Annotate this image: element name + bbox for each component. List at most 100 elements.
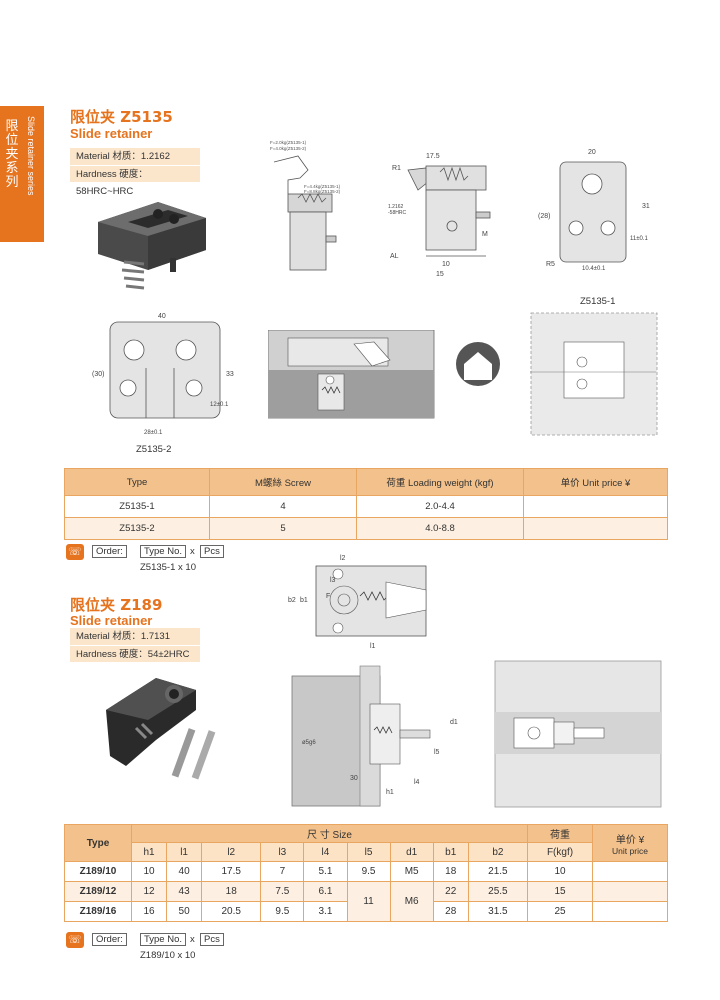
t2-cell: 21.5 bbox=[467, 861, 529, 882]
label-10: 10 bbox=[442, 261, 450, 268]
section1-material: Material 材质：1.2162 bbox=[70, 148, 200, 166]
z5135-section-drawing: 17.5 R1 1.2162 -58HRC AL M 10 15 bbox=[388, 153, 491, 278]
order-typeno: Type No. bbox=[140, 933, 187, 946]
t1-cell: 4 bbox=[209, 495, 357, 518]
t1-header-type: Type bbox=[64, 468, 210, 496]
t2-col-h1: h1 bbox=[130, 842, 168, 862]
order-block-2: ☏ Order: Type No. x Pcs Z189/10 x 10 bbox=[66, 932, 236, 962]
side-tab: 限位夹系列 Slide retainer series bbox=[0, 106, 44, 242]
t2-cell: 18 bbox=[432, 861, 469, 882]
t2-cell: 16 bbox=[130, 901, 168, 922]
t2-cell: 9.5 bbox=[346, 861, 391, 882]
t1-cell bbox=[523, 517, 668, 540]
t2-header-type: Type bbox=[64, 824, 132, 862]
side-tab-en: Slide retainer series bbox=[26, 116, 36, 196]
section2-hardness: Hardness 硬度：54±2HRC bbox=[76, 649, 190, 660]
order-example: Z5135-1 x 10 bbox=[140, 562, 196, 573]
t2-type: Z189/10 bbox=[64, 861, 132, 882]
order-pcs: Pcs bbox=[200, 933, 224, 946]
t2-type: Z189/16 bbox=[64, 901, 132, 922]
order-example: Z189/10 x 10 bbox=[140, 950, 196, 961]
t2-header-size: 尺 寸 Size bbox=[131, 824, 528, 843]
t1-cell: 5 bbox=[209, 517, 357, 540]
t2-cell: 15 bbox=[527, 881, 593, 902]
section1-specs: Material 材质：1.2162 Hardness 硬度：58HRC~HRC bbox=[70, 148, 200, 197]
order-label: Order: bbox=[92, 933, 127, 946]
t2-cell: 5.1 bbox=[303, 861, 348, 882]
t2-cell: 50 bbox=[166, 901, 203, 922]
t2-price-en: Unit price bbox=[612, 845, 648, 856]
t2-col-l5: l5 bbox=[346, 842, 391, 862]
label-33: 33 bbox=[226, 371, 234, 378]
z189-section-drawing: 30 h1 l4 l5 d1 ø5g6 bbox=[291, 665, 458, 807]
section2-title: 限位夹 Z189 bbox=[70, 596, 163, 614]
t2-col-l2: l2 bbox=[201, 842, 262, 862]
t2-cell: 9.5 bbox=[260, 901, 305, 922]
z189-top-drawing: l2 l3 l1 b2 b1 F bbox=[288, 555, 427, 650]
t1-cell: 2.0-4.4 bbox=[356, 495, 524, 518]
caption-z5135-1: Z5135-1 bbox=[580, 296, 616, 307]
label-175: 17.5 bbox=[426, 153, 440, 160]
t2-cell: 22 bbox=[432, 881, 469, 902]
t2-col-f: F(kgf) bbox=[527, 842, 593, 862]
label-f: F bbox=[326, 593, 330, 600]
t1-cell: Z5135-1 bbox=[64, 495, 210, 518]
label-m: M bbox=[482, 231, 488, 238]
order-x: x bbox=[190, 934, 195, 945]
label-12: 12±0.1 bbox=[210, 402, 229, 408]
z189-photo bbox=[106, 678, 216, 780]
z5135-2-drawing: 40 (30) 33 12±0.1 28±0.1 bbox=[92, 313, 234, 436]
label-l4: l4 bbox=[414, 779, 420, 786]
t2-cell: 43 bbox=[166, 881, 203, 902]
order-x: x bbox=[190, 546, 195, 557]
phone-icon: ☏ bbox=[66, 544, 84, 560]
label-40: 40 bbox=[158, 313, 166, 320]
section1-title: 限位夹 Z5135 bbox=[70, 108, 173, 126]
label-hrc: -58HRC bbox=[388, 210, 406, 216]
t2-header-load: 荷重 bbox=[527, 824, 593, 843]
label-f2: F=4.0kg(Z5135-2) bbox=[270, 146, 307, 151]
t2-cell: M5 bbox=[389, 861, 434, 882]
label-r1: R1 bbox=[392, 165, 401, 172]
label-31: 31 bbox=[642, 203, 650, 210]
t1-cell: 4.0-8.8 bbox=[356, 517, 524, 540]
t2-cell: 31.5 bbox=[467, 901, 529, 922]
z189-mold-layout bbox=[494, 660, 662, 808]
t2-type: Z189/12 bbox=[64, 881, 132, 902]
label-15: 15 bbox=[436, 271, 444, 278]
t2-cell: 11 bbox=[346, 881, 391, 922]
t2-cell-price bbox=[592, 901, 668, 922]
label-b1: b1 bbox=[300, 597, 308, 604]
t2-cell: M6 bbox=[389, 881, 434, 922]
label-l3: l3 bbox=[330, 577, 336, 584]
t2-cell: 6.1 bbox=[303, 881, 348, 902]
t1-header-screw: M螺絲 Screw bbox=[209, 468, 357, 496]
order-pcs: Pcs bbox=[200, 545, 224, 558]
label-281: 28±0.1 bbox=[144, 430, 163, 436]
t2-cell: 17.5 bbox=[201, 861, 262, 882]
label-f1: F=2.0kg(Z5135-1) bbox=[270, 140, 307, 145]
z5135-photo bbox=[98, 202, 206, 290]
label-d5g: ø5g6 bbox=[302, 740, 316, 746]
t1-header-price: 单价 Unit price ¥ bbox=[523, 468, 668, 496]
label-mat: 1.2162 bbox=[388, 204, 404, 210]
label-28: (28) bbox=[538, 213, 550, 220]
label-l2: l2 bbox=[340, 555, 346, 562]
table-row: Z5135-2 5 4.0-8.8 bbox=[64, 517, 668, 540]
label-f3: F=4.4kg(Z5135-1) bbox=[304, 184, 341, 189]
t2-cell: 10 bbox=[527, 861, 593, 882]
label-r5: R5 bbox=[546, 261, 555, 268]
t2-cell: 25 bbox=[527, 901, 593, 922]
t2-cell: 28 bbox=[432, 901, 469, 922]
order-block-1: ☏ Order: Type No. x Pcs Z5135-1 x 10 bbox=[66, 544, 236, 574]
order-typeno: Type No. bbox=[140, 545, 187, 558]
label-h1: h1 bbox=[386, 789, 394, 796]
phone-icon: ☏ bbox=[66, 932, 84, 948]
t2-cell: 40 bbox=[166, 861, 203, 882]
t1-header-load: 荷重 Loading weight (kgf) bbox=[356, 468, 524, 496]
order-label: Order: bbox=[92, 545, 127, 558]
t2-col-l3: l3 bbox=[260, 842, 305, 862]
t2-header-price: 单价 ¥ Unit price bbox=[592, 824, 668, 862]
t2-col-d1: d1 bbox=[389, 842, 434, 862]
section1-hardness: Hardness 硬度：58HRC~HRC bbox=[76, 169, 148, 197]
